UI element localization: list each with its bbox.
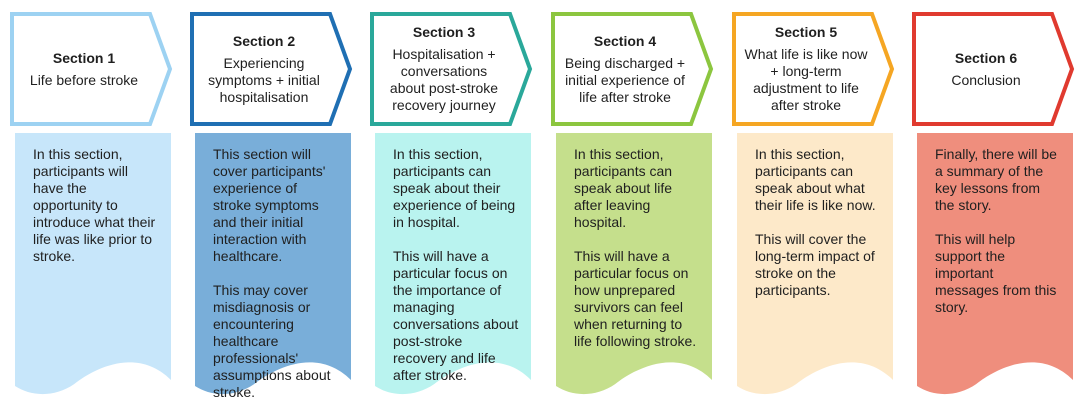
section-4-body-shape [556,133,712,395]
section-3-paragraph: This will have a particular focus on the… [393,248,519,383]
section-4-title: Section 4 [593,32,657,49]
section-5-subtitle: What life is like now + long-term adjust… [744,46,868,113]
section-2-description: This section will cover participants' ex… [213,146,339,418]
section-4-paragraph: In this section, participants can speak … [574,146,673,230]
section-4-header: Section 4 Being discharged + initial expe… [563,14,687,124]
section-2-title: Section 2 [232,32,296,49]
section-2-subtitle: Experiencing symptoms + initial hospital… [208,54,320,105]
section-3-body-shape [375,133,531,395]
section-1-title: Section 1 [52,49,116,66]
section-6-body-shape [917,133,1073,395]
section-1-paragraph: In this section, participants will have … [33,146,156,264]
section-6-paragraph: Finally, there will be a summary of the … [935,146,1057,213]
section-6-title: Section 6 [954,49,1018,66]
section-5-paragraph: This will cover the long-term impact of … [755,231,875,298]
section-1-description: In this section, participants will have … [33,146,159,282]
section-4-subtitle: Being discharged + initial experience of… [564,54,686,105]
section-3-title: Section 3 [412,24,476,40]
section-2-header: Section 2 Experiencing symptoms + initial… [202,14,326,124]
section-4-arrow-shape [551,12,714,126]
section-3-description: In this section, participants can speak … [393,146,519,401]
section-2-body-shape [195,133,351,395]
section-2-paragraph: This may cover misdiagnosis or encounter… [213,282,331,400]
section-1-body-shape [15,133,171,395]
section-1-subtitle: Life before stroke [29,71,139,88]
section-3-paragraph: In this section, participants can speak … [393,146,516,230]
section-3-header: Section 3 Hospitalisation + conversations… [382,14,506,124]
section-6-header: Section 6 Conclusion [924,14,1048,124]
section-5-body-shape [737,133,893,395]
section-5-arrow-shape [732,12,895,126]
section-3-arrow-shape [370,12,533,126]
section-5-header: Section 5 What life is like now + long-te… [744,14,868,124]
section-6-subtitle: Conclusion [951,71,1021,88]
section-5-paragraph: In this section, participants can speak … [755,146,876,213]
section-2-arrow-shape [190,12,353,126]
section-1-header: Section 1 Life before stroke [22,14,146,124]
section-4-description: In this section, participants can speak … [574,146,700,367]
section-5-description: In this section, participants can speak … [755,146,881,316]
section-4-paragraph: This will have a particular focus on how… [574,248,697,349]
section-5-title: Section 5 [774,24,838,40]
section-2-paragraph: This section will cover participants' ex… [213,146,326,264]
section-3-subtitle: Hospitalisation + conversations about po… [389,46,499,113]
section-1-arrow-shape [10,12,173,126]
section-6-arrow-shape [912,12,1075,126]
section-6-description: Finally, there will be a summary of the … [935,146,1061,333]
section-6-paragraph: This will help support the important mes… [935,231,1057,315]
